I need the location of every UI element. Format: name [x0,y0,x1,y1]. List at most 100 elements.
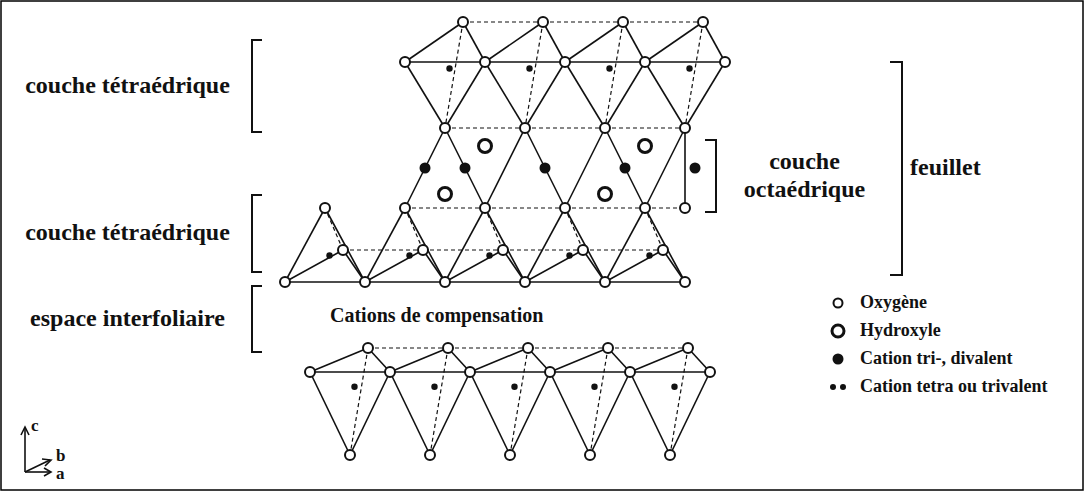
legend-row: Cation tri-, divalent [828,348,1068,370]
hidden-bond [583,249,663,250]
bond [543,22,565,62]
bond [390,371,470,373]
hidden-bond [430,348,448,455]
oxygen [498,245,508,255]
oxygen [305,367,315,377]
bond [310,372,350,455]
legend-text: Cation tetra ou trivalent [860,376,1060,397]
hidden-bond [645,208,663,250]
oxygen [640,57,650,67]
legend: OxygèneHydroxyleCation tri-, divalentCat… [828,292,1068,404]
tetrahedral-cation [511,384,517,390]
oxygen [834,299,843,308]
bracket [705,140,716,212]
hidden-bond [405,207,485,208]
legend-sample [828,348,854,370]
bond [485,61,565,63]
hidden-bond [565,207,645,208]
bond [365,250,423,282]
oxygen [618,17,628,27]
tetrahedral-cation [526,65,532,71]
oxygen [440,123,450,133]
octahedral-cation [540,163,551,174]
bond [623,22,645,62]
tetrahedral-cation [486,252,492,258]
hidden-bond [623,21,703,22]
bond [310,371,390,373]
oxygen [578,245,588,255]
oxygen [538,17,548,27]
oxygen [465,367,475,377]
oxygen [505,450,515,460]
legend-sample [828,320,854,342]
hidden-bond [445,127,525,128]
oxygen [705,367,715,377]
hidden-bond [525,22,543,128]
bond [590,372,630,455]
bond [485,128,525,208]
bond [670,372,710,455]
legend-row: Cation tetra ou trivalent [828,376,1068,398]
hidden-bond [350,348,368,455]
hidden-bond [565,208,583,250]
bond [405,22,463,62]
oxygen [400,57,410,67]
tetrahedral-cation [351,384,357,390]
bond [310,348,368,372]
octahedral-cation [420,163,431,174]
tetrahedral-cation [686,65,692,71]
oxygen [625,367,635,377]
tetrahedral-cation [406,252,412,258]
bond [430,372,470,455]
bond [565,61,645,63]
oxygen [720,57,730,67]
bond [485,22,543,62]
bond [405,61,485,63]
oxygen [280,277,290,287]
bracket [252,40,262,132]
bond [445,250,503,282]
bond [630,348,688,372]
oxygen [585,450,595,460]
legend-sample [828,292,854,314]
hidden-bond [543,21,623,22]
tetrahedral-cation [431,384,437,390]
hidden-bond [685,22,703,128]
bond [445,281,525,283]
bond [645,128,685,208]
bond [565,62,605,128]
hidden-bond [605,22,623,128]
oxygen [640,203,650,213]
hidden-bond [445,22,463,128]
oxygen [545,367,555,377]
tetrahedral-cation [591,384,597,390]
octahedral-cation [620,163,631,174]
axis-label: c [31,416,51,436]
legend-text: Hydroxyle [860,320,1060,341]
tetrahedral-cation [646,252,652,258]
layer-label: espace interfoliaire [10,305,245,333]
oxygen [320,203,330,213]
oxygen [440,277,450,287]
bond [703,22,725,62]
oxygen [363,343,373,353]
bond-lines [285,22,725,455]
hydroxyl [639,140,652,153]
tetrahedral-cation [326,252,332,258]
arrow-head [21,427,29,435]
bond [485,62,525,128]
bond [470,348,528,372]
oxygen [665,450,675,460]
oxygen [458,17,468,27]
hidden-bond [423,249,503,250]
oxygen [560,57,570,67]
oxygen [658,245,668,255]
bond [365,281,445,283]
bond [390,348,448,372]
bond [510,372,550,455]
tetrahedral-cation [671,384,677,390]
oxygen [520,123,530,133]
bond [684,128,686,208]
oxygen [418,245,428,255]
